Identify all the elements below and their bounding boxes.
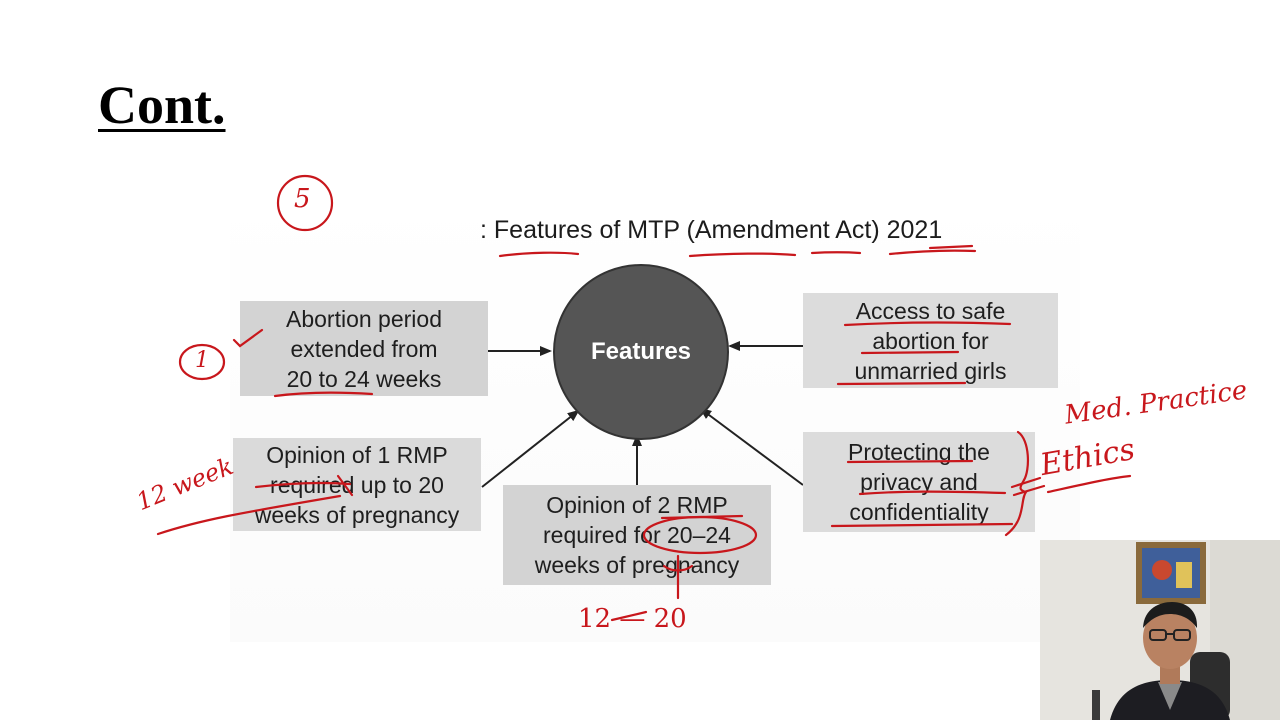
underline-confidentiality — [832, 524, 1012, 526]
annotation-circle-20-24 — [644, 517, 756, 553]
underline-protecting — [848, 461, 972, 462]
underline-20-to-24 — [275, 393, 372, 396]
strike-required — [256, 483, 350, 487]
underline-12-week — [158, 496, 340, 534]
underline-privacy — [860, 492, 1005, 494]
underline-act — [812, 252, 860, 253]
annotation-link-2 — [1014, 486, 1044, 495]
webcam-scene — [1040, 540, 1280, 720]
underline-2021 — [890, 251, 975, 254]
annotation-link-1 — [1012, 478, 1040, 487]
underline-features — [500, 253, 578, 256]
annotation-number-1: 1 — [195, 348, 209, 373]
strike-diagonal — [338, 476, 352, 495]
underline-amendment — [690, 254, 795, 256]
annotation-12-20: 12 — 20 — [578, 604, 687, 634]
annotation-tick — [234, 330, 262, 346]
presenter-webcam — [1040, 540, 1280, 720]
underline-2-rmp — [662, 516, 742, 518]
annotation-number-5: 5 — [294, 184, 311, 214]
underline-abortion — [862, 352, 958, 353]
underline-unmarried — [838, 383, 965, 384]
underline-safe — [845, 323, 1010, 325]
underline-2021-b — [930, 246, 972, 248]
